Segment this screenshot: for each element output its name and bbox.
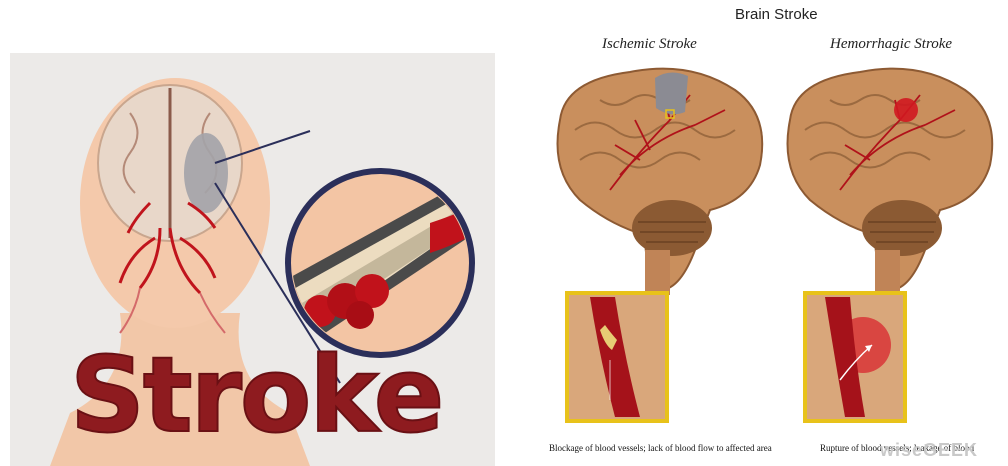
watermark: wiseGEEK bbox=[880, 440, 978, 461]
ischemic-label: Ischemic Stroke bbox=[602, 36, 697, 53]
brain-stroke-diagram: Brain Stroke Ischemic Stroke Hemorrhagic… bbox=[520, 0, 1008, 466]
ischemic-caption: Blockage of blood vessels; lack of blood… bbox=[549, 443, 772, 453]
diagram-title: Brain Stroke bbox=[735, 6, 818, 23]
hemorrhagic-brain bbox=[788, 69, 993, 295]
brain-diagram-graphics bbox=[520, 0, 1008, 466]
stroke-illustration: Stroke bbox=[10, 53, 495, 466]
hemorrhagic-label: Hemorrhagic Stroke bbox=[830, 36, 952, 53]
ischemic-brain bbox=[558, 69, 763, 295]
affected-area bbox=[655, 72, 688, 114]
stroke-word: Stroke bbox=[70, 343, 442, 447]
bleed-spot bbox=[894, 98, 918, 122]
ischemic-inset bbox=[567, 293, 667, 421]
hemorrhagic-inset bbox=[805, 293, 905, 421]
damaged-area bbox=[184, 133, 228, 213]
